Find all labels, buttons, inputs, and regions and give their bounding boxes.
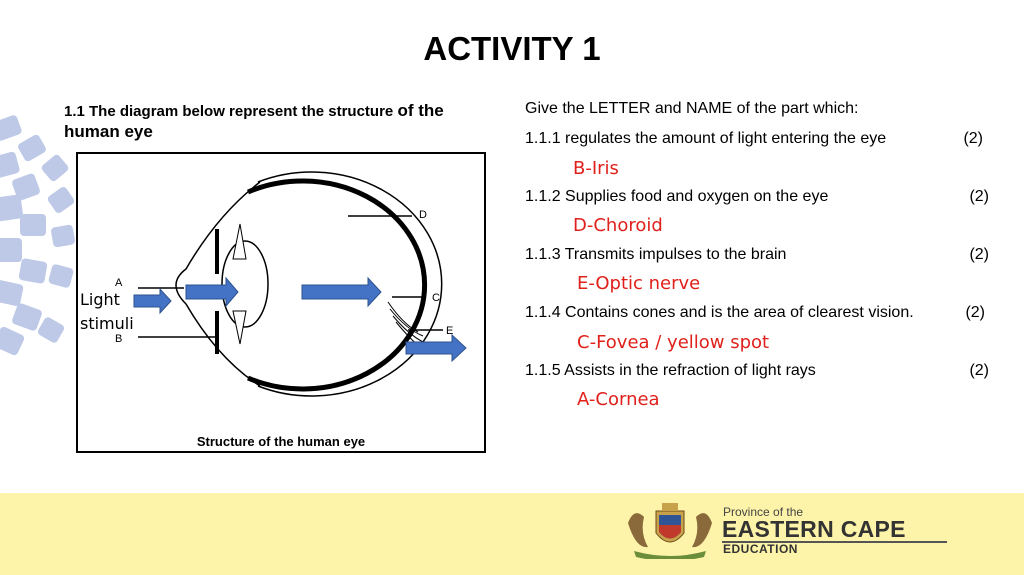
arrow-vitreous [301,276,382,308]
optic-nerve [387,301,424,348]
logo-province-text: Province of the [723,505,804,519]
question-marks: (2) [969,246,989,263]
question-intro: 1.1 The diagram below represent the stru… [64,101,504,143]
answer-text: A-Cornea [577,389,660,410]
question-text: 1.1.3 Transmits impulses to the brain [525,246,787,263]
question-marks: (2) [963,130,983,147]
light-stimuli-label: Light stimuli [80,288,134,336]
stimuli-line-2: stimuli [80,314,134,333]
answer-text: B-Iris [573,158,619,179]
question-text: 1.1.4 Contains cones and is the area of … [525,304,914,321]
ciliary-body [232,223,247,345]
logo-education-text: EDUCATION [723,542,798,556]
question-intro-part1: 1.1 The diagram below represent the stru… [64,103,398,120]
question-item: 1.1.4 Contains cones and is the area of … [525,304,993,322]
answer-text: C-Fovea / yellow spot [577,332,770,353]
label-a: A [115,277,123,289]
question-intro-part2: of the human eye [64,101,444,141]
arrow-stimuli [133,287,172,315]
question-text: 1.1.1 regulates the amount of light ente… [525,130,887,147]
logo-eastern-cape-text: EASTERN CAPE [722,516,906,542]
label-c: C [432,292,440,304]
question-marks: (2) [969,362,989,379]
question-item: 1.1.5 Assists in the refraction of light… [525,362,993,380]
footer-band [0,493,1024,575]
page-title: ACTIVITY 1 [423,30,601,67]
eye-diagram-drawing [133,171,467,397]
cornea-outline [175,181,261,387]
decorative-tiles [0,115,75,356]
question-text: 1.1.5 Assists in the refraction of light… [525,362,816,379]
question-item: 1.1.1 regulates the amount of light ente… [525,130,993,148]
diagram-caption: Structure of the human eye [196,434,366,449]
answer-text: E-Optic nerve [577,273,701,294]
question-item: 1.1.2 Supplies food and oxygen on the ey… [525,188,993,206]
eye-diagram: A B D C E Light stimuli Structure of the… [76,152,486,453]
arrow-lens [185,276,239,308]
question-marks: (2) [969,188,989,205]
stimuli-line-1: Light [80,290,120,309]
label-e: E [446,325,454,337]
answer-text: D-Choroid [573,215,663,236]
question-text: 1.1.2 Supplies food and oxygen on the ey… [525,188,829,205]
province-crest-icon [628,503,712,559]
sclera-outline [257,171,443,397]
lens [221,240,269,328]
logo-divider [722,541,947,543]
instruction-text: Give the LETTER and NAME of the part whi… [525,100,859,117]
label-b: B [115,333,123,345]
question-item: 1.1.3 Transmits impulses to the brain (2… [525,246,993,264]
arrow-optic-nerve [405,333,467,363]
question-marks: (2) [965,304,985,321]
choroid-layer [247,178,428,392]
label-d: D [419,209,427,221]
